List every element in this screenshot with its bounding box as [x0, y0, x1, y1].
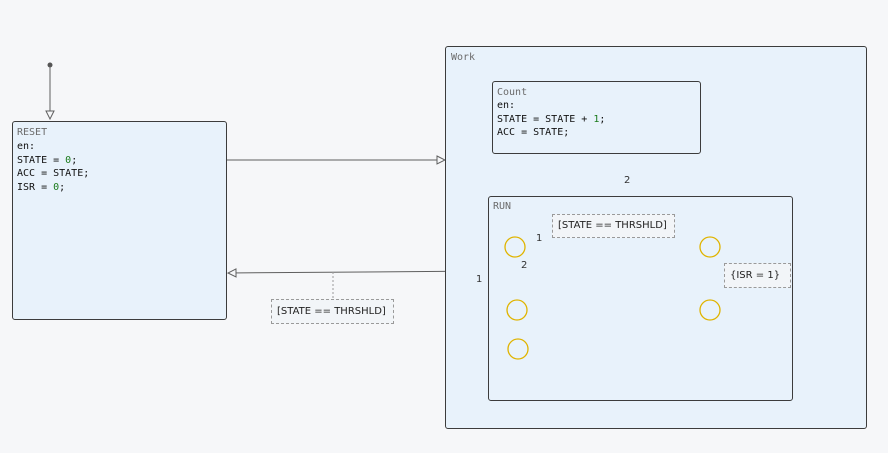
default-transition-dot-reset	[47, 62, 53, 68]
transition-run-to-reset[interactable]	[228, 271, 489, 273]
count-line-1-pre: STATE = STATE +	[497, 113, 594, 125]
reset-line-3-post: ;	[59, 181, 66, 193]
reset-line-2: ACC = STATE;	[17, 168, 90, 179]
order-j1-to-j3: 2	[521, 260, 528, 271]
guard-label-top[interactable]: [STATE == THRSHLD]	[552, 214, 675, 238]
reset-line-1-num: 0	[65, 154, 72, 166]
order-j1-to-j2: 1	[536, 233, 543, 244]
action-label-isr[interactable]: {ISR = 1}	[724, 263, 791, 288]
order-run-to-reset: 1	[476, 274, 483, 285]
count-entry-label: en:	[497, 100, 516, 111]
order-run-to-count: 2	[624, 175, 631, 186]
state-reset-name: RESET	[17, 127, 48, 138]
reset-line-1-pre: STATE =	[17, 154, 66, 166]
reset-line-1-post: ;	[71, 154, 78, 166]
reset-line-3-pre: ISR =	[17, 181, 54, 193]
count-line-1-post: ;	[599, 113, 606, 125]
count-line-1-num: 1	[593, 113, 600, 125]
reset-line-3-num: 0	[53, 181, 60, 193]
state-reset-actions: en: STATE = 0; ACC = STATE; ISR = 0;	[17, 140, 89, 194]
count-line-2: ACC = STATE;	[497, 127, 570, 138]
state-count-name: Count	[497, 87, 528, 98]
state-run-name: RUN	[493, 201, 512, 212]
guard-label-bottom[interactable]: [STATE == THRSHLD]	[271, 299, 394, 324]
state-work-name: Work	[451, 52, 476, 63]
state-count-actions: en: STATE = STATE + 1; ACC = STATE;	[497, 99, 605, 140]
state-reset[interactable]: RESET en: STATE = 0; ACC = STATE; ISR = …	[12, 121, 227, 320]
reset-entry-label: en:	[17, 141, 36, 152]
state-count[interactable]: Count en: STATE = STATE + 1; ACC = STATE…	[492, 81, 701, 154]
